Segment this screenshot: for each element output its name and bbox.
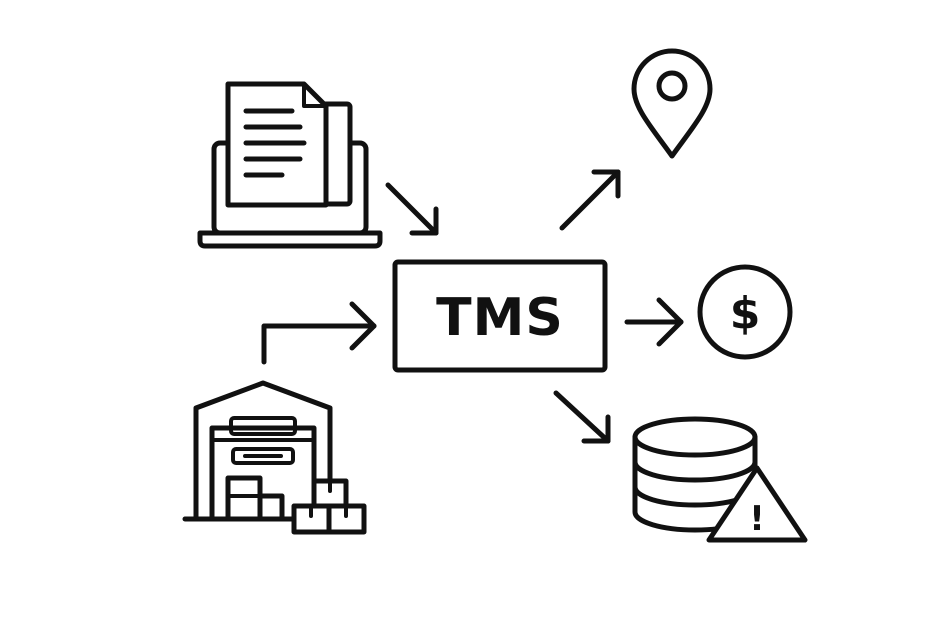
- arrow-tms-to-location: [559, 169, 621, 231]
- warning-symbol: !: [749, 499, 765, 539]
- arrow-warehouse-to-tms: [261, 301, 377, 365]
- location-pin-icon: [631, 48, 713, 159]
- dollar-symbol: $: [730, 288, 761, 339]
- boxes-icon: [291, 478, 367, 535]
- warehouse-icon: [182, 380, 333, 522]
- tms-box: TMS: [392, 259, 608, 373]
- laptop-document-icon: [197, 81, 383, 249]
- arrow-tms-to-database: [553, 390, 611, 444]
- arrow-laptop-to-tms: [385, 182, 439, 236]
- dollar-coin-icon: $: [697, 264, 793, 360]
- database-warning-icon: !: [632, 416, 808, 543]
- arrow-tms-to-dollar: [624, 297, 684, 347]
- tms-label: TMS: [436, 288, 564, 348]
